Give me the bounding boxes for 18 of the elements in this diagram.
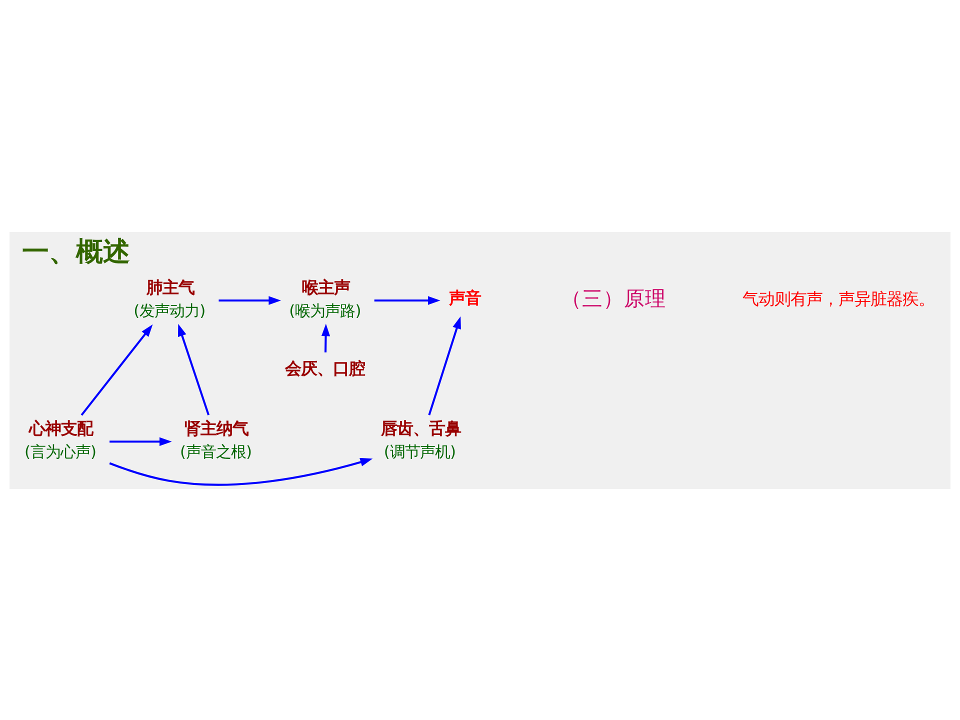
node-text: 肾主纳气 (声音之根)	[180, 418, 252, 461]
arrow	[178, 323, 210, 415]
arrow	[80, 324, 153, 416]
arrow	[374, 296, 440, 304]
node-text: 唇齿、舌鼻 (调节声机)	[380, 418, 461, 461]
label: （三）原理	[561, 286, 666, 310]
node-text: 声音	[448, 288, 481, 307]
arrow	[218, 296, 282, 304]
node-text: 心神支配 (言为心声)	[24, 418, 97, 461]
node-text: 会厌、口腔	[285, 358, 366, 378]
node-text: 喉主声 (喉为声路)	[289, 278, 362, 320]
arrow	[321, 323, 330, 352]
arrow	[109, 457, 373, 486]
diagram-title: 一、概述	[22, 236, 130, 268]
arrow	[110, 436, 172, 446]
label: 气动则有声，声异脏器疾。	[742, 288, 934, 308]
node-text: 肺主气 (发声动力)	[134, 278, 206, 320]
arrow	[428, 316, 461, 415]
